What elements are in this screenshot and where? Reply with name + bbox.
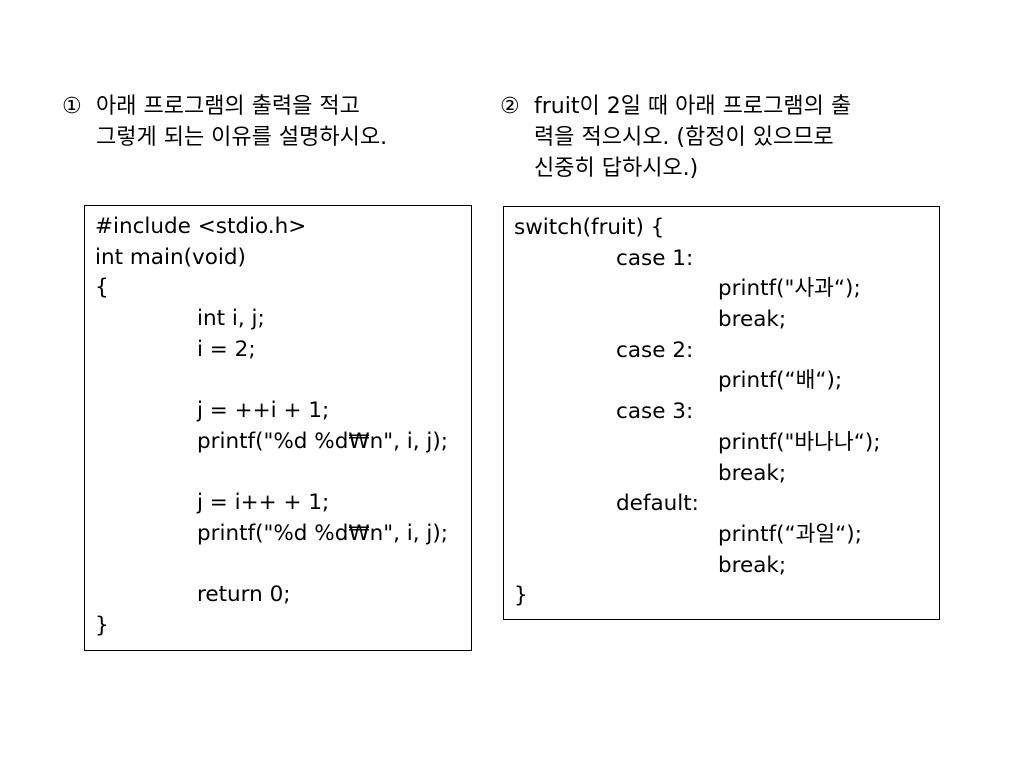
code-block-1: #include <stdio.h> int main(void) { int i, … (84, 205, 472, 651)
code-line: break; (718, 460, 787, 486)
question-1-line: 그렇게 되는 이유를 설명하시오. (62, 122, 462, 153)
question-2-text: 력을 적으시오. (함정이 있으므로 (534, 125, 834, 150)
code-line: return 0; (197, 582, 291, 608)
code-line: printf("바나나“); (718, 429, 881, 455)
question-1-text: 아래 프로그램의 출력을 적고 (96, 94, 360, 119)
code-line: int i, j; (197, 306, 265, 332)
code-line: break; (718, 307, 787, 333)
code-line (95, 365, 471, 396)
code-line: } (95, 612, 109, 638)
code-line: case 2: (616, 337, 694, 363)
code-line (95, 550, 471, 581)
code-line: case 3: (616, 399, 694, 425)
code-line: printf("%d %d₩n", i, j); (197, 520, 449, 546)
question-1-text: 그렇게 되는 이유를 설명하시오. (96, 125, 388, 150)
code-line: } (514, 583, 528, 609)
code-line: switch(fruit) { (514, 215, 665, 240)
code-line: printf("%d %d₩n", i, j); (197, 428, 449, 454)
code-line: #include <stdio.h> (95, 214, 307, 239)
code-line: j = ++i + 1; (197, 398, 330, 424)
question-2-line: 신중히 답하시오.) (500, 153, 940, 184)
question-2: ② fruit이 2일 때 아래 프로그램의 출 력을 적으시오. (함정이 있으… (500, 91, 940, 184)
question-1-line: ① 아래 프로그램의 출력을 적고 (62, 91, 462, 122)
code-block-2: switch(fruit) { case 1: printf("사과“); break… (503, 206, 940, 620)
question-2-line: 력을 적으시오. (함정이 있으므로 (500, 122, 940, 153)
code-line: printf(“과일“); (718, 521, 862, 547)
code-line (95, 458, 471, 489)
code-line: int main(void) (95, 244, 246, 270)
code-line: { (95, 275, 109, 301)
code-line: j = i++ + 1; (197, 490, 330, 516)
code-line: i = 2; (197, 336, 256, 362)
code-line: case 1: (616, 245, 694, 271)
question-1-number: ① (62, 94, 82, 119)
question-1: ① 아래 프로그램의 출력을 적고 그렇게 되는 이유를 설명하시오. (62, 91, 462, 153)
question-2-number: ② (500, 94, 520, 119)
question-2-text: fruit이 2일 때 아래 프로그램의 출 (534, 94, 852, 119)
code-line: printf("사과“); (718, 276, 861, 302)
question-2-line: ② fruit이 2일 때 아래 프로그램의 출 (500, 91, 940, 122)
code-line: break; (718, 552, 787, 578)
code-line: printf(“배“); (718, 368, 843, 394)
code-line: default: (616, 491, 699, 517)
question-2-text: 신중히 답하시오.) (534, 156, 699, 181)
